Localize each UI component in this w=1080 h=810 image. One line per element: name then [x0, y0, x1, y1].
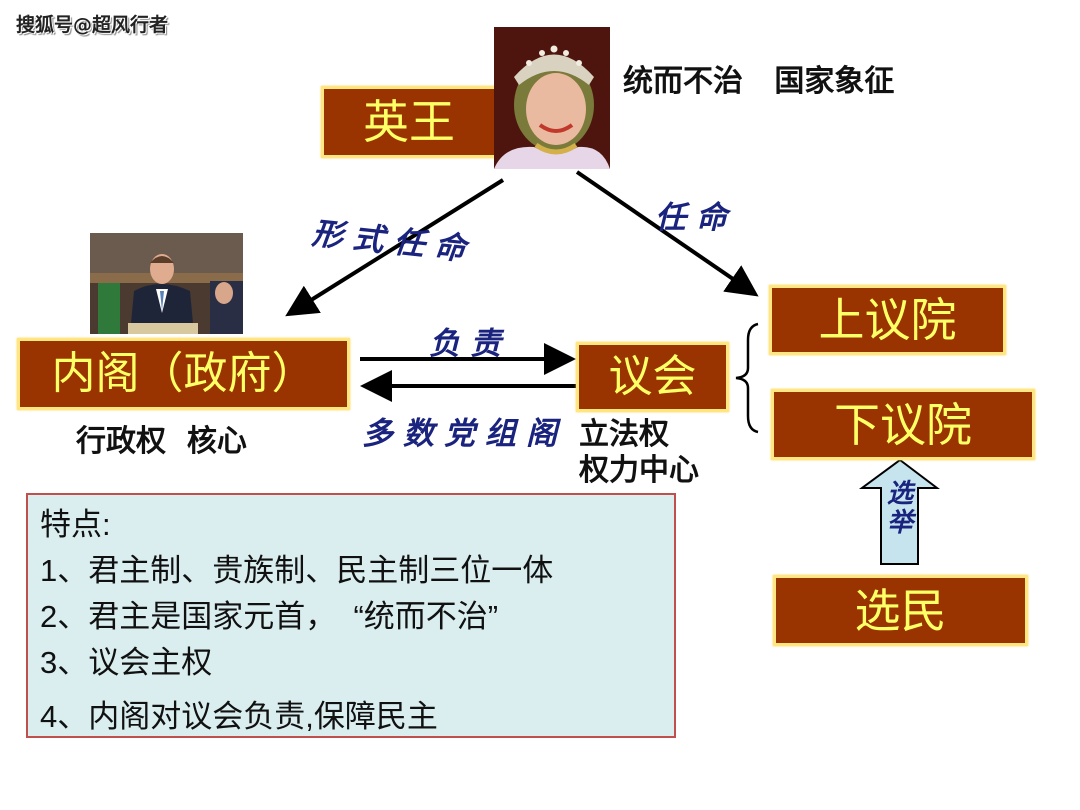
monarch-label: 英王 [363, 95, 455, 149]
formal-appointment-arrow [285, 178, 505, 317]
monarch-box: 英王 [321, 86, 497, 158]
responsible-label: 负责 [429, 326, 511, 362]
lower-house-box: 下议院 [771, 389, 1035, 460]
appointment-label: 任命 [655, 200, 737, 236]
feature-item: 1、君主制、贵族制、民主制三位一体 [40, 552, 554, 588]
cabinet-label: 内阁（政府） [51, 348, 316, 399]
parliament-note-line1: 立法权 [579, 417, 669, 452]
feature-item: 2、君主是国家元首， “统而不治” [40, 598, 499, 634]
parliament-box: 议会 [576, 342, 729, 412]
parliament-note: 立法权 权力中心 [579, 417, 699, 489]
cabinet-box: 内阁（政府） [17, 338, 350, 410]
upper-house-box: 上议院 [769, 285, 1006, 355]
election-label: 选 举 [882, 480, 918, 537]
feature-item: 3、议会主权 [40, 644, 213, 680]
parliament-brace [735, 322, 759, 434]
features-title: 特点: [40, 506, 111, 542]
parliament-note-line2: 权力中心 [579, 453, 699, 488]
election-arrow [858, 458, 940, 565]
election-label-char2: 举 [886, 507, 913, 538]
majority-party-label: 多数党组阁 [362, 416, 567, 452]
watermark: 搜狐号@超风行者 [16, 14, 169, 36]
prime-minister-photo-icon [90, 233, 243, 334]
queen-portrait-icon [494, 27, 610, 169]
monarch-note: 统而不治 国家象征 [623, 64, 895, 99]
lower-house-label: 下议院 [834, 397, 972, 452]
appointment-arrow [575, 170, 759, 297]
upper-house-label: 上议院 [818, 293, 957, 347]
voters-label: 选民 [854, 583, 947, 638]
election-label-char1: 选 [886, 479, 913, 509]
voters-box: 选民 [773, 575, 1028, 646]
features-box: 特点: 1、君主制、贵族制、民主制三位一体 2、君主是国家元首， “统而不治” … [26, 493, 676, 738]
feature-item: 4、内阁对议会负责,保障民主 [40, 698, 438, 734]
parliament-label: 议会 [608, 351, 697, 402]
cabinet-note: 行政权 核心 [76, 424, 247, 459]
